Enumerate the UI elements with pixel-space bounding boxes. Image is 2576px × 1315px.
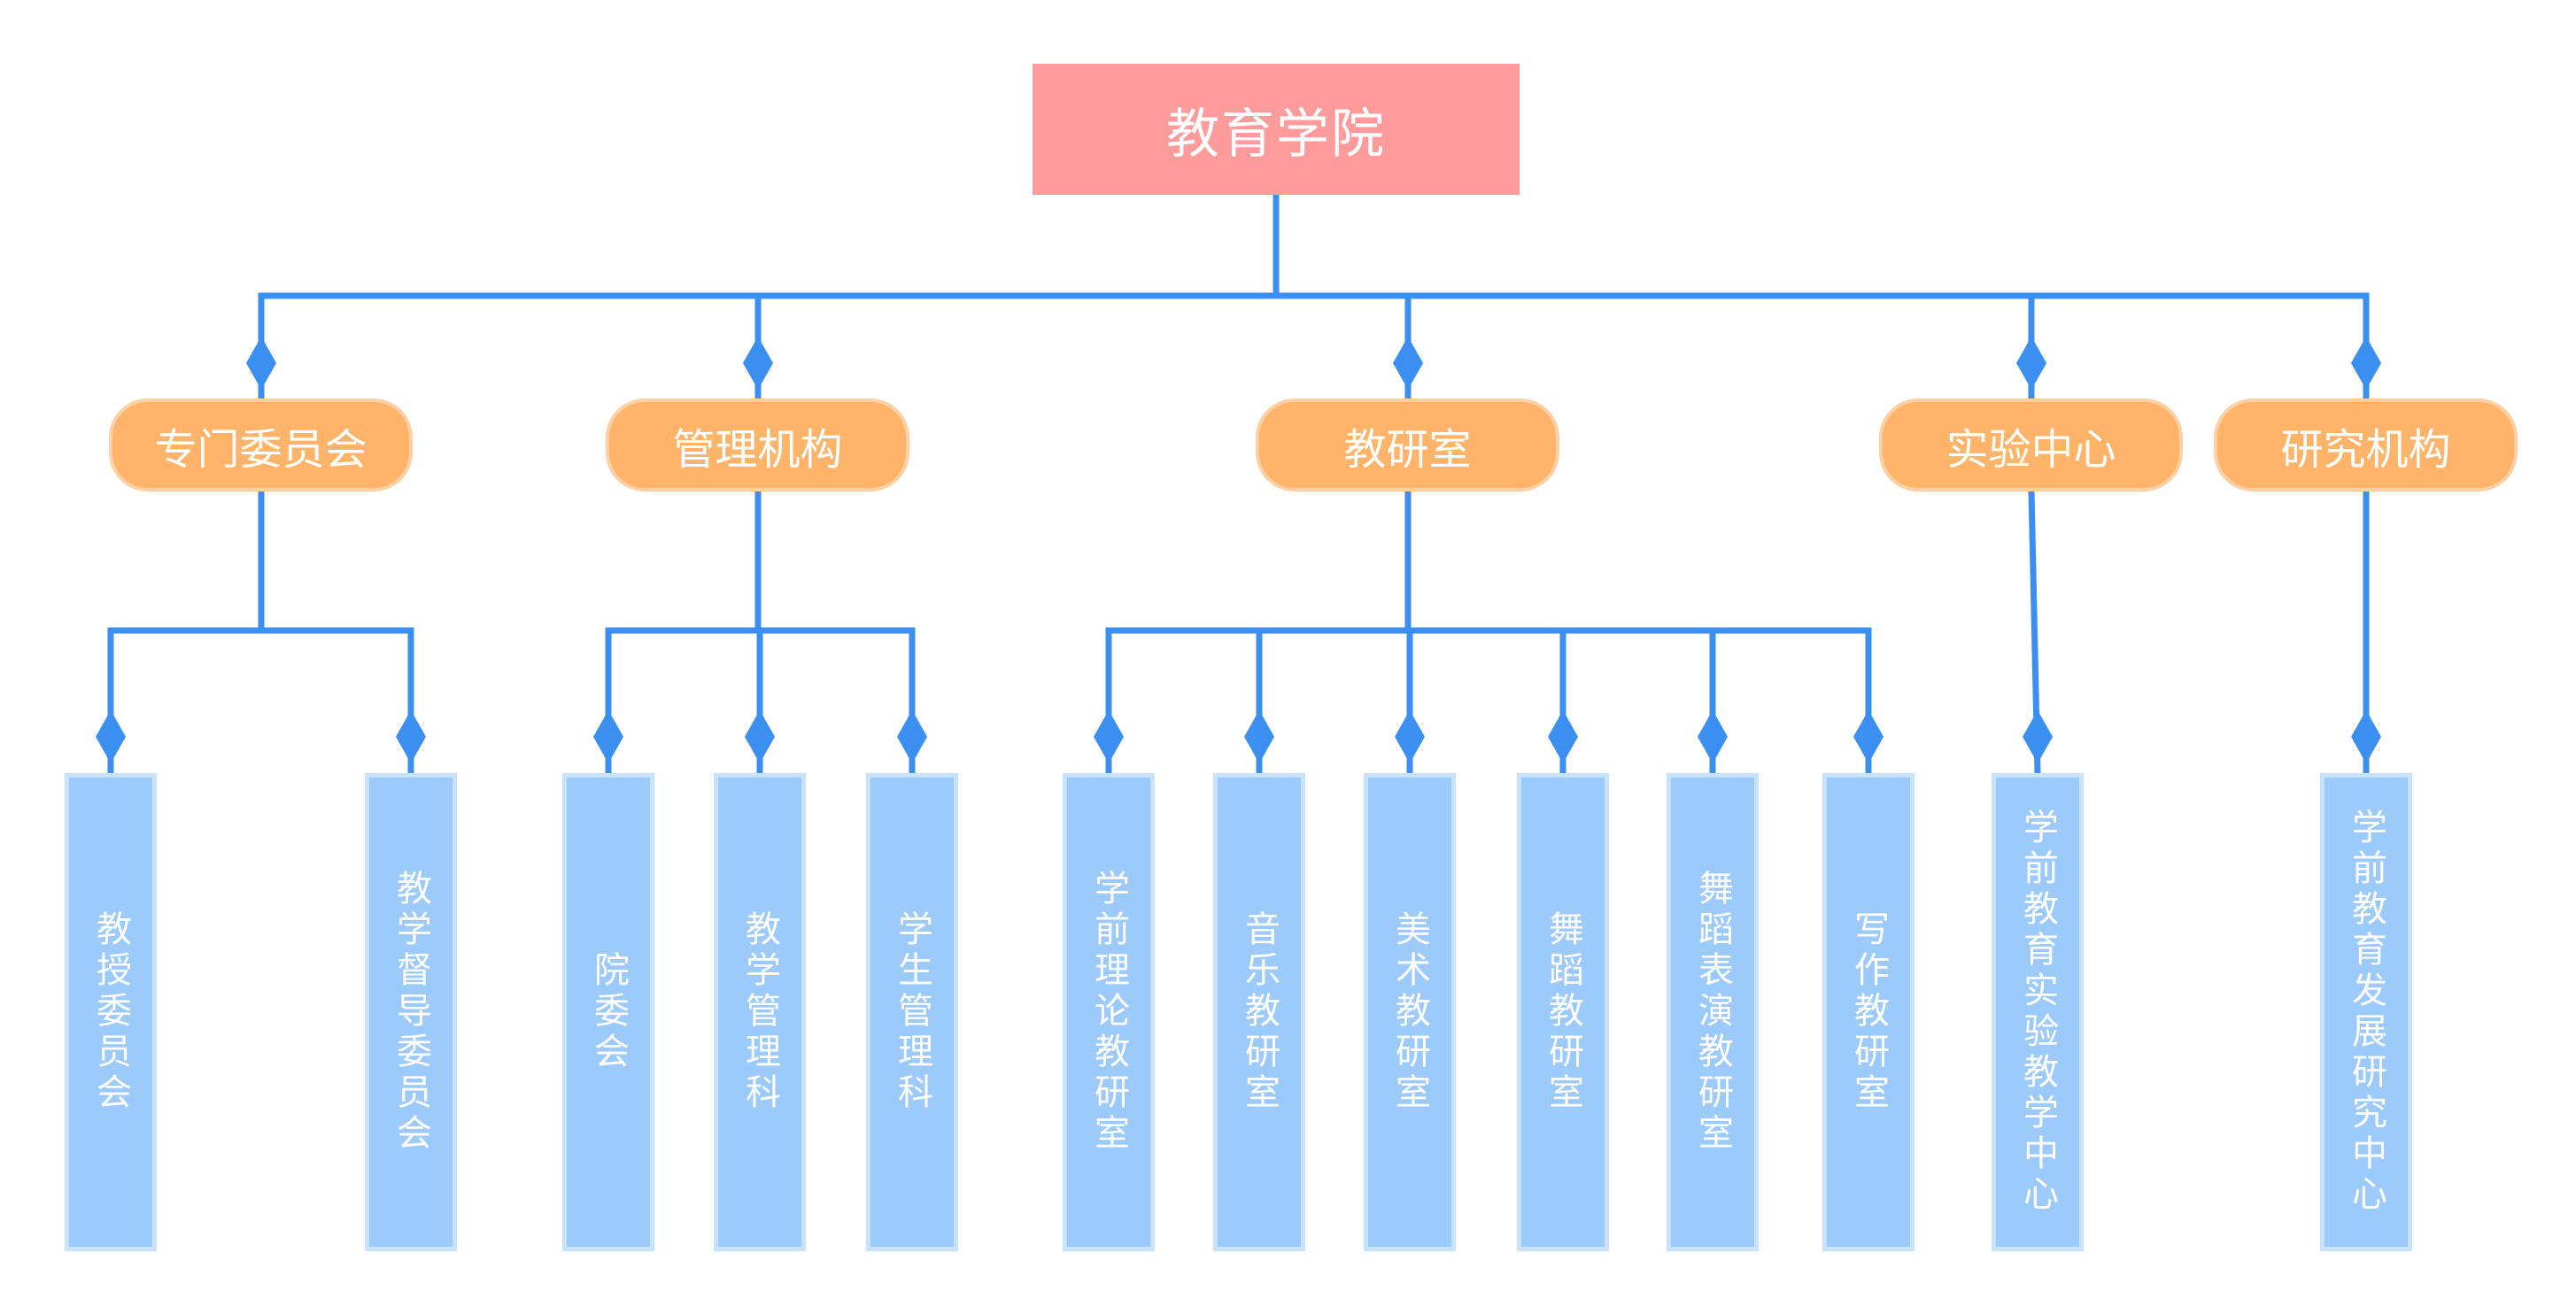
diamond-arrow-marker [2351, 336, 2381, 390]
unit-node: 美术教研室 [1364, 773, 1456, 1251]
diamond-arrow-marker [2351, 710, 2381, 763]
dept-node-management: 管理机构 [606, 398, 909, 491]
unit-label: 教学督导委员会 [391, 870, 431, 1155]
unit-label: 教授委员会 [90, 910, 131, 1114]
unit-node: 学前理论教研室 [1063, 773, 1155, 1251]
diamond-arrow-marker [96, 710, 126, 763]
dept-node-research-institutes: 研究机构 [2214, 398, 2518, 491]
dept-label: 教研室 [1343, 424, 1472, 475]
unit-node: 学生管理科 [866, 773, 958, 1251]
diamond-arrow-marker [2023, 710, 2053, 763]
unit-node: 教授委员会 [65, 773, 157, 1251]
diamond-arrow-marker [743, 336, 773, 390]
unit-label: 美术教研室 [1389, 910, 1430, 1114]
dept-node-experiment-center: 实验中心 [1879, 398, 2183, 491]
dept-node-teaching-research: 教研室 [1256, 398, 1559, 491]
unit-node: 院委会 [562, 773, 654, 1251]
root-node-college: 教育学院 [1033, 64, 1520, 195]
dept-label: 研究机构 [2280, 424, 2451, 475]
diamond-arrow-marker [745, 710, 775, 763]
unit-node: 写作教研室 [1822, 773, 1915, 1251]
unit-label: 写作教研室 [1848, 910, 1889, 1114]
unit-label: 舞蹈表演教研室 [1692, 870, 1733, 1155]
unit-node: 舞蹈教研室 [1517, 773, 1609, 1251]
dept-label: 专门委员会 [154, 424, 367, 475]
diamond-arrow-marker [1393, 336, 1423, 390]
unit-label: 学前教育发展研究中心 [2346, 808, 2386, 1216]
unit-node: 舞蹈表演教研室 [1667, 773, 1759, 1251]
diamond-arrow-marker [1244, 710, 1274, 763]
unit-node: 教学督导委员会 [365, 773, 457, 1251]
diamond-arrow-marker [246, 336, 276, 390]
unit-label: 音乐教研室 [1239, 910, 1280, 1114]
root-label: 教育学院 [1166, 103, 1386, 166]
unit-label: 学生管理科 [892, 910, 932, 1114]
unit-label: 教学管理科 [739, 910, 780, 1114]
unit-label: 学前理论教研室 [1088, 870, 1129, 1155]
diamond-arrow-marker [396, 710, 426, 763]
diamond-arrow-marker [1395, 710, 1425, 763]
diamond-arrow-marker [593, 710, 623, 763]
diamond-arrow-marker [1094, 710, 1124, 763]
unit-label: 舞蹈教研室 [1543, 910, 1583, 1114]
unit-label: 院委会 [588, 951, 629, 1073]
diamond-arrow-marker [2016, 336, 2046, 390]
unit-label: 学前教育实验教学中心 [2017, 808, 2058, 1216]
diamond-arrow-marker [1698, 710, 1728, 763]
diamond-arrow-marker [897, 710, 927, 763]
unit-node: 学前教育实验教学中心 [1992, 773, 2084, 1251]
diamond-arrow-marker [1548, 710, 1578, 763]
unit-node: 学前教育发展研究中心 [2320, 773, 2412, 1251]
unit-node: 教学管理科 [714, 773, 806, 1251]
dept-label: 管理机构 [672, 424, 843, 475]
dept-label: 实验中心 [1946, 424, 2116, 475]
unit-node: 音乐教研室 [1213, 773, 1305, 1251]
dept-node-special-committees: 专门委员会 [109, 398, 413, 491]
diamond-arrow-marker [1853, 710, 1884, 763]
